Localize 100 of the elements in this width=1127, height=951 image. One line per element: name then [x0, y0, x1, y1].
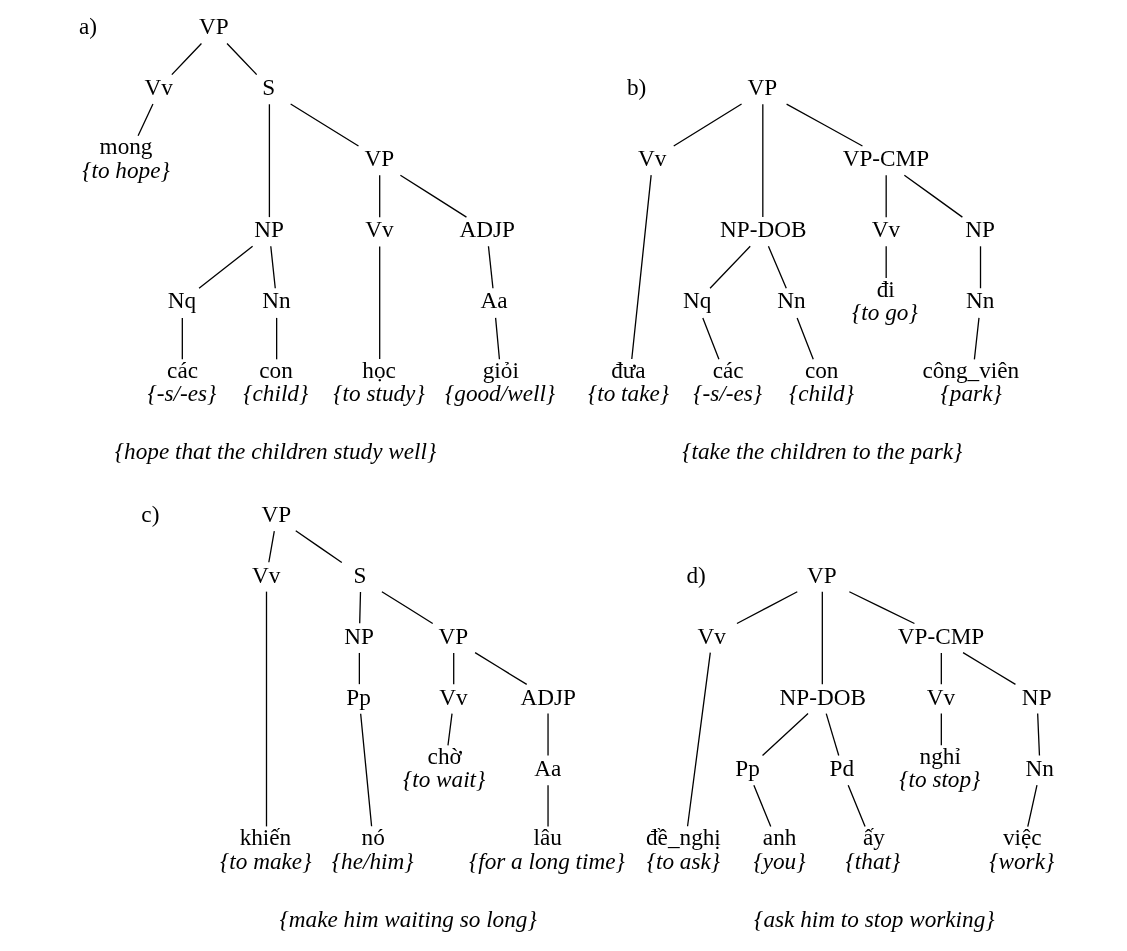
node-text: VP	[437, 622, 468, 649]
connector	[940, 652, 942, 685]
node-text: Pd	[829, 754, 854, 781]
node-label: {to take}	[587, 380, 669, 407]
node-text: Vv	[364, 216, 394, 243]
connector	[378, 174, 380, 218]
node-text: VP-CMP	[842, 145, 929, 172]
connector	[761, 712, 809, 757]
connector	[735, 591, 798, 625]
label: c)	[140, 500, 159, 527]
node-text: S	[353, 561, 366, 588]
connector	[546, 784, 549, 828]
connector	[359, 713, 372, 827]
node-text: nghỉ	[919, 743, 961, 770]
connector	[358, 591, 361, 624]
connector	[269, 245, 276, 289]
connector	[701, 317, 720, 360]
label: {hope that the children study well}	[114, 438, 436, 465]
connector	[796, 317, 814, 360]
node-text: các	[166, 356, 198, 383]
node-text: VP	[806, 561, 837, 588]
connector	[767, 245, 787, 289]
connector	[630, 174, 652, 360]
connector	[973, 317, 980, 360]
connector	[821, 591, 823, 685]
node-text: VP	[198, 13, 229, 40]
connector	[267, 530, 275, 563]
connector	[961, 652, 1016, 686]
connector	[940, 712, 942, 746]
node-text: con	[804, 356, 838, 383]
connector	[294, 530, 342, 564]
connector	[378, 245, 380, 360]
connector	[181, 317, 183, 360]
node-text: VP	[260, 500, 291, 527]
node-text: Nn	[261, 287, 291, 314]
node-text: Aa	[533, 754, 561, 781]
connector	[399, 174, 467, 218]
node-text: Vv	[697, 622, 726, 649]
node-text: mong	[99, 133, 152, 160]
connector	[708, 245, 751, 289]
node-label: {child}	[788, 380, 854, 407]
label: {take the children to the park}	[681, 438, 962, 465]
node-text: NP	[253, 216, 284, 243]
connector	[494, 317, 500, 360]
node-text: Vv	[637, 145, 666, 172]
connector	[752, 784, 771, 828]
label: {ask him to stop working}	[753, 905, 995, 932]
connector	[358, 652, 360, 685]
node-text: Vv	[251, 561, 280, 588]
node-text: Vv	[926, 683, 955, 710]
node-text: NP-DOB	[779, 683, 866, 710]
connector	[885, 245, 887, 279]
connector	[452, 652, 454, 685]
connector	[268, 103, 270, 218]
node-text: Vv	[144, 73, 173, 100]
label: b)	[626, 73, 646, 100]
node-text: Aa	[480, 287, 508, 314]
node-text: Nq	[167, 287, 196, 314]
connector	[979, 245, 981, 289]
connector	[225, 42, 257, 76]
node-text: ADJP	[459, 216, 515, 243]
connector	[170, 42, 202, 76]
connector	[197, 245, 253, 289]
connector	[275, 317, 277, 360]
node-text: ADJP	[519, 683, 576, 710]
connector	[473, 652, 527, 686]
node-text: các	[712, 356, 744, 383]
label: {make him waiting so long}	[279, 905, 537, 932]
connector	[825, 712, 839, 757]
node-text: Nn	[1025, 754, 1054, 781]
node-text: học	[361, 356, 396, 383]
node-text: VP	[747, 73, 777, 100]
connector	[848, 591, 915, 625]
connector	[380, 591, 433, 625]
node-text: Nq	[682, 287, 711, 314]
connector	[903, 174, 963, 218]
connector	[686, 652, 711, 827]
connector	[1026, 784, 1038, 828]
node-label: {-s/-es}	[146, 380, 216, 407]
connector	[885, 174, 887, 218]
node-text: VP	[363, 145, 394, 172]
connector	[785, 103, 863, 147]
node-label: {-s/-es}	[692, 380, 762, 407]
node-text: con	[258, 356, 293, 383]
node-label: {child}	[242, 380, 308, 407]
node-text: Nn	[776, 287, 806, 314]
label: d)	[685, 561, 706, 588]
connector	[265, 590, 267, 828]
connector	[847, 784, 866, 828]
node-text: Vv	[871, 216, 900, 243]
node-text: đưa	[610, 356, 646, 383]
connector	[1036, 712, 1040, 757]
connector	[487, 245, 494, 289]
connector	[289, 103, 359, 147]
node-text: S	[261, 73, 275, 100]
node-text: NP-DOB	[719, 216, 806, 243]
connector	[446, 712, 453, 746]
node-text: Vv	[438, 683, 468, 710]
node-text: Nn	[965, 287, 994, 314]
connector	[546, 712, 549, 757]
